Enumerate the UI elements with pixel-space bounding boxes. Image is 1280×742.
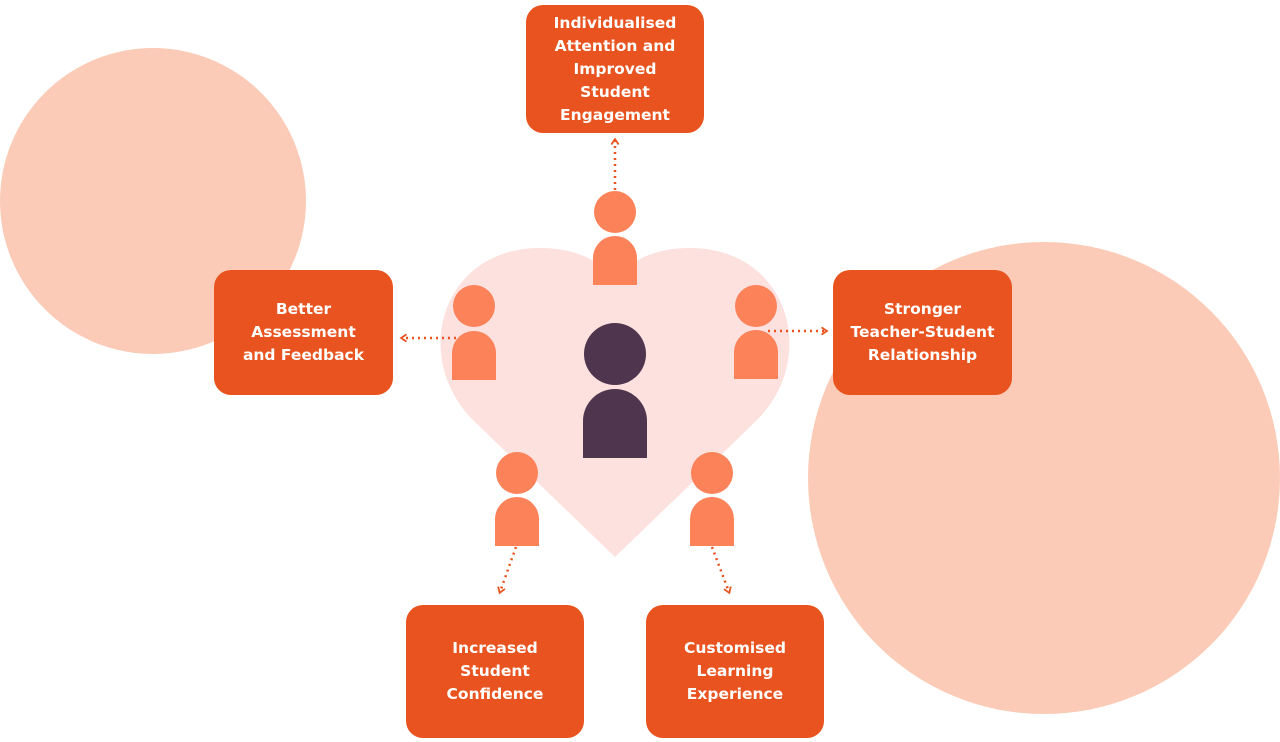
center-person-icon [583, 323, 647, 458]
benefit-label: Individualised Attention and Improved St… [553, 13, 677, 124]
benefit-box-bottom-right: Customised Learning Experience [646, 605, 824, 738]
benefit-box-right: Stronger Teacher-Student Relationship [833, 270, 1012, 395]
person-icon [690, 452, 734, 546]
person-icon [734, 285, 778, 379]
benefit-label: Increased Student Confidence [446, 639, 544, 703]
person-icon [495, 452, 539, 546]
benefit-box-left: Better Assessment and Feedback [214, 270, 393, 395]
person-icon [593, 191, 637, 285]
arrow-down-left [497, 546, 518, 595]
benefit-label: Customised Learning Experience [684, 639, 786, 703]
benefit-label: Stronger Teacher-Student Relationship [850, 300, 995, 364]
arrow-down-right [710, 546, 732, 595]
benefit-box-bottom-left: Increased Student Confidence [406, 605, 584, 738]
benefit-label: Better Assessment and Feedback [242, 300, 365, 364]
person-icon [452, 285, 496, 380]
benefit-box-top: Individualised Attention and Improved St… [526, 5, 704, 133]
